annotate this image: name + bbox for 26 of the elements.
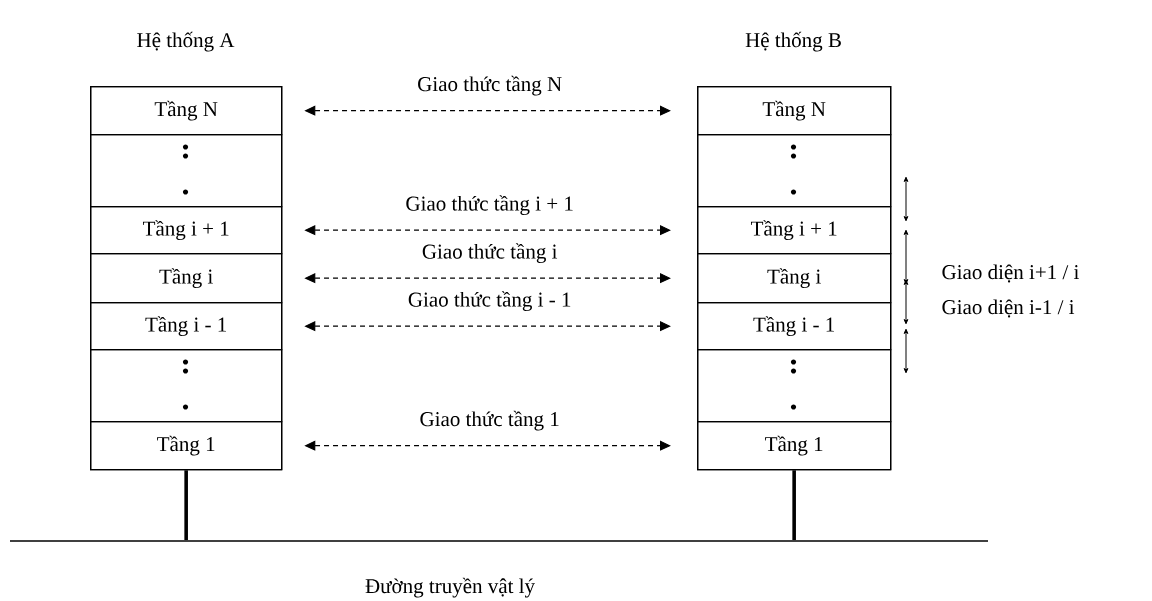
ellipsis-box — [697, 349, 892, 423]
layer-box: Tầng 1 — [697, 421, 892, 471]
connector-line — [184, 470, 188, 541]
edge-label: Giao thức tầng i — [422, 243, 558, 263]
system-heading: Hệ thống A — [137, 31, 235, 52]
line-caption: Đường truyền vật lý — [365, 577, 535, 598]
layer-box: Tầng i + 1 — [90, 206, 283, 255]
interface-label: Giao diện i-1 / i — [942, 299, 1075, 318]
layer-box: Tầng i + 1 — [697, 206, 892, 255]
layer-box: Tầng i - 1 — [697, 302, 892, 351]
connector-line — [792, 470, 796, 541]
edge-label: Giao thức tầng N — [418, 75, 562, 96]
layer-box: Tầng N — [697, 86, 892, 136]
edge-label: Giao thức tầng i + 1 — [406, 195, 573, 215]
layer-box: Tầng N — [90, 86, 283, 136]
layer-box: Tầng 1 — [90, 421, 283, 471]
interface-label: Giao diện i+1 / i — [942, 264, 1079, 283]
ellipsis-box — [697, 134, 892, 208]
edge-label: Giao thức tầng i - 1 — [408, 291, 571, 311]
edge-label: Giao thức tầng 1 — [420, 410, 559, 431]
ellipsis-box — [90, 134, 283, 208]
ellipsis-box — [90, 349, 283, 423]
layer-box: Tầng i — [90, 253, 283, 304]
layer-box: Tầng i — [697, 253, 892, 304]
layer-box: Tầng i - 1 — [90, 302, 283, 351]
system-heading: Hệ thống B — [745, 31, 841, 52]
